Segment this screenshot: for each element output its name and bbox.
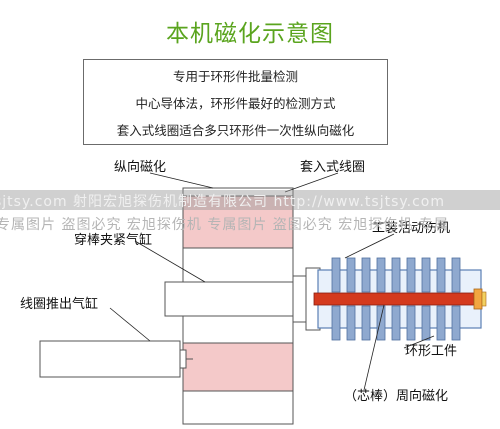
leader-push — [109, 307, 151, 342]
leader-tool — [344, 233, 395, 259]
label-circular: （芯棒）周向磁化 — [344, 389, 449, 404]
label-workpiece-tool: 工装活动伤机 — [372, 221, 451, 236]
coil-section-upper — [182, 195, 294, 249]
watermark-band — [0, 190, 500, 210]
label-clamp-cylinder: 穿棒夹紧气缸 — [74, 233, 153, 248]
description-box: 专用于环形件批量检测 中心导体法，环形件最好的检测方式 套入式线圈适合多只环形件… — [83, 59, 388, 145]
ring-row-lower — [331, 305, 461, 341]
description-line-3: 套入式线圈适合多只环形件一次性纵向磁化 — [116, 123, 355, 138]
description-line-2: 中心导体法，环形件最好的检测方式 — [135, 96, 336, 111]
leader-ring — [403, 335, 435, 349]
label-longitudinal: 纵向磁化 — [114, 160, 167, 175]
coil-section-lower — [182, 342, 294, 392]
description-line-1: 专用于环形件批量检测 — [172, 69, 298, 84]
rod-end-cap — [481, 291, 487, 307]
push-cylinder-body — [39, 340, 181, 378]
watermark-line-1: sjtsy.com 射阳宏旭探伤机制造有限公司 http://www.tsjts… — [0, 194, 446, 210]
leader-circular — [363, 304, 385, 391]
leader-clamp — [134, 240, 206, 283]
diagram-title: 本机磁化示意图 — [166, 21, 334, 47]
clamp-cylinder — [164, 281, 294, 317]
ring-row-upper — [331, 257, 461, 293]
watermark-line-2: 专属图片 盗图必究 宏旭探伤机 专属图片 盗图必究 宏旭探伤机 专属 — [0, 217, 449, 233]
leader-longitudinal — [149, 172, 214, 189]
core-rod — [313, 292, 475, 306]
label-coil: 套入式线圈 — [300, 160, 366, 175]
leader-coil — [284, 172, 339, 193]
rod-end — [473, 288, 483, 310]
push-cylinder-cap — [179, 349, 187, 369]
label-push-cylinder: 线圈推出气缸 — [20, 297, 99, 312]
label-ring-workpiece: 环形工件 — [405, 344, 458, 359]
